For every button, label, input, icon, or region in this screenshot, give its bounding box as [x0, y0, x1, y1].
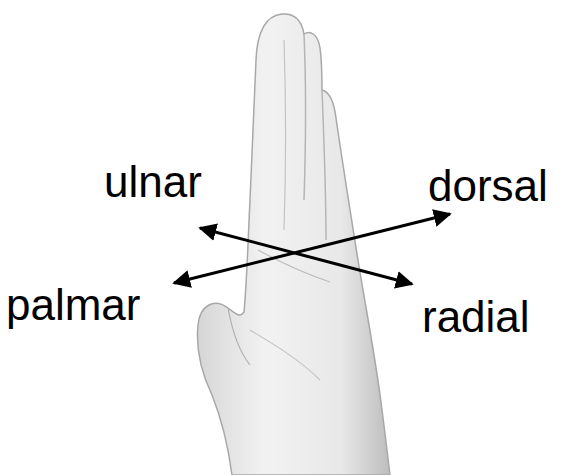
- palm-crease: [258, 250, 330, 282]
- finger-line: [322, 90, 326, 240]
- palmar-dorsal-arrow: [174, 214, 450, 283]
- ulnar-radial-arrow: [200, 228, 412, 284]
- finger-line: [284, 40, 286, 230]
- direction-label: radial: [422, 295, 530, 339]
- thumb-line: [228, 308, 250, 365]
- direction-label: dorsal: [428, 164, 548, 208]
- palm-crease: [250, 330, 320, 380]
- direction-label: palmar: [6, 283, 141, 327]
- direction-label: ulnar: [104, 160, 202, 204]
- hand-shape: [198, 14, 390, 475]
- finger-line: [304, 34, 306, 200]
